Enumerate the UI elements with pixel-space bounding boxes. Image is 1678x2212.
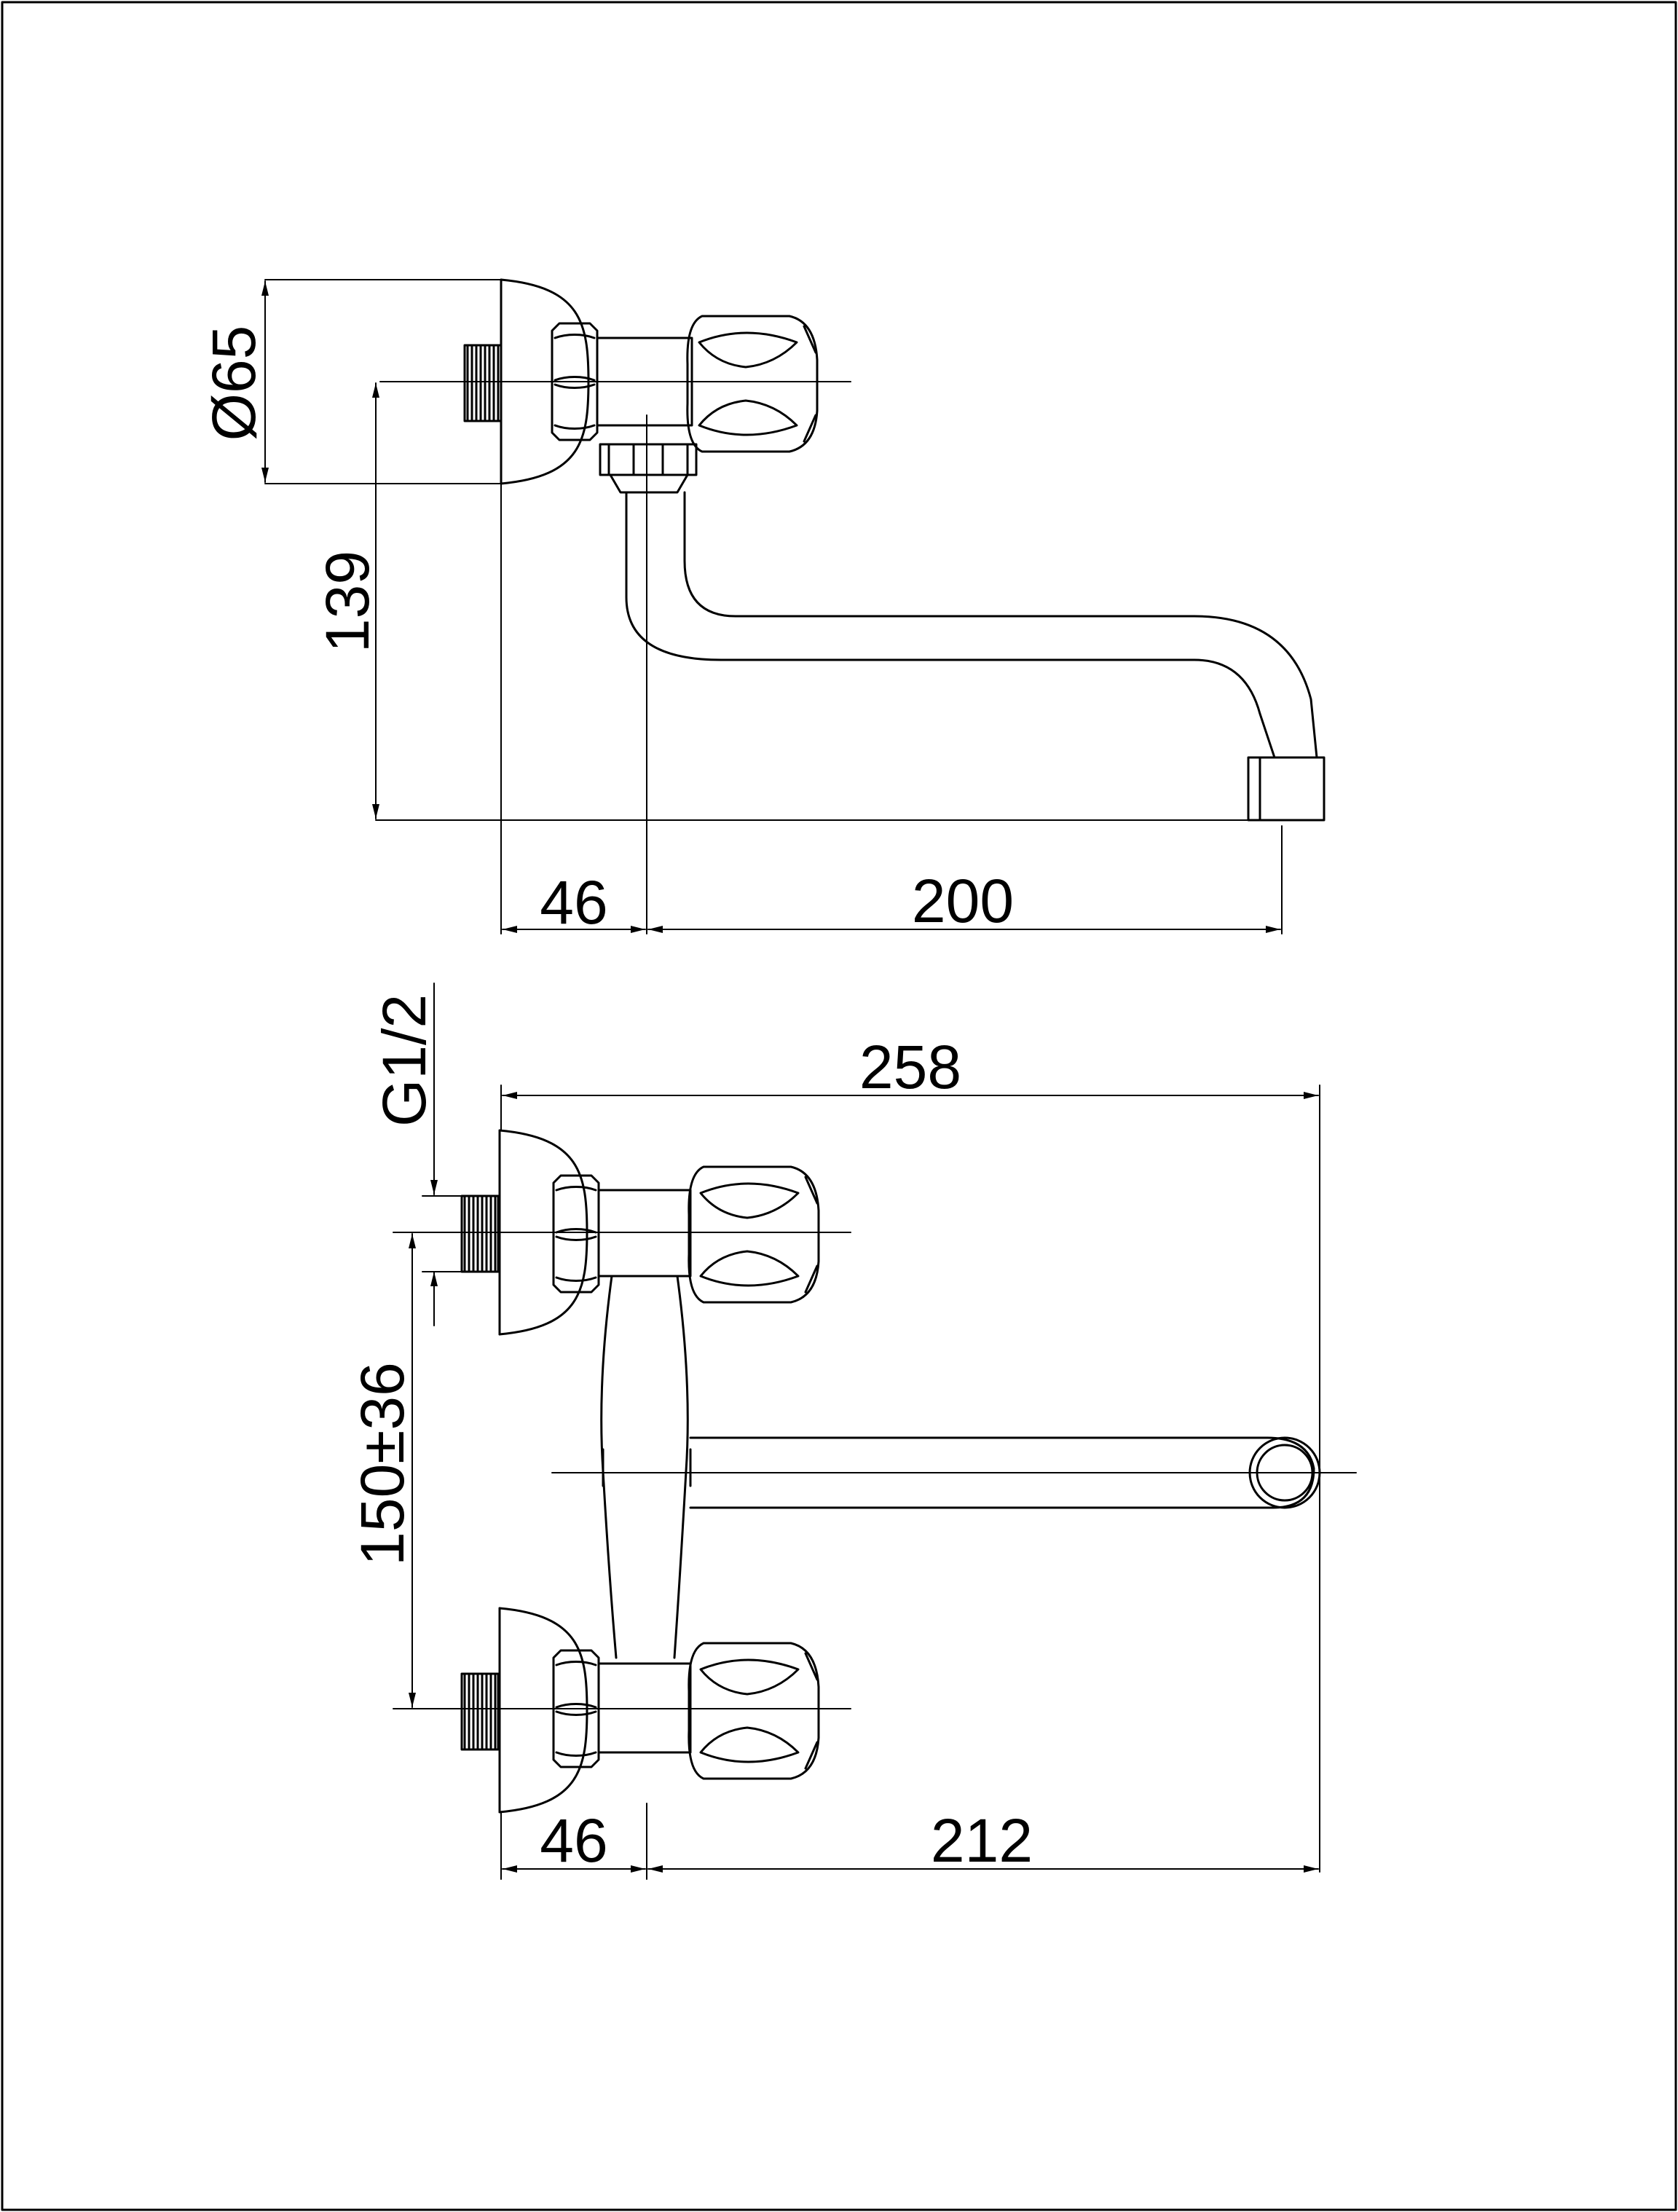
front-body [600,1275,689,1659]
dim-spout-label: 200 [912,867,1014,935]
side-aerator [1247,756,1326,822]
dim-front-left-label: 46 [540,1806,607,1875]
front-view [393,983,1357,1880]
front-lower-thread [460,1672,500,1751]
dim-overall-label: 258 [859,1033,961,1101]
front-upper-hex-nut [552,1174,600,1294]
front-lower-knob [688,1642,820,1780]
dim-height-label: 139 [313,551,382,653]
side-swivel-nut [599,443,698,476]
side-view [261,278,1326,934]
front-upper-knob [688,1165,820,1304]
side-thread [463,344,503,422]
front-lower-flange [498,1607,588,1814]
dim-centers-label: 150±36 [348,1362,417,1566]
dim-front-right-label: 212 [931,1806,1033,1875]
dim-side-left-label: 46 [540,868,607,937]
dim-thread-label: G1/2 [370,994,438,1127]
dim-diameter-label: Ø65 [200,326,268,441]
side-knob [686,315,819,453]
side-valve-body [596,336,693,427]
front-spout [689,1436,1315,1509]
front-upper-thread [460,1194,500,1273]
side-spout [625,491,1318,759]
